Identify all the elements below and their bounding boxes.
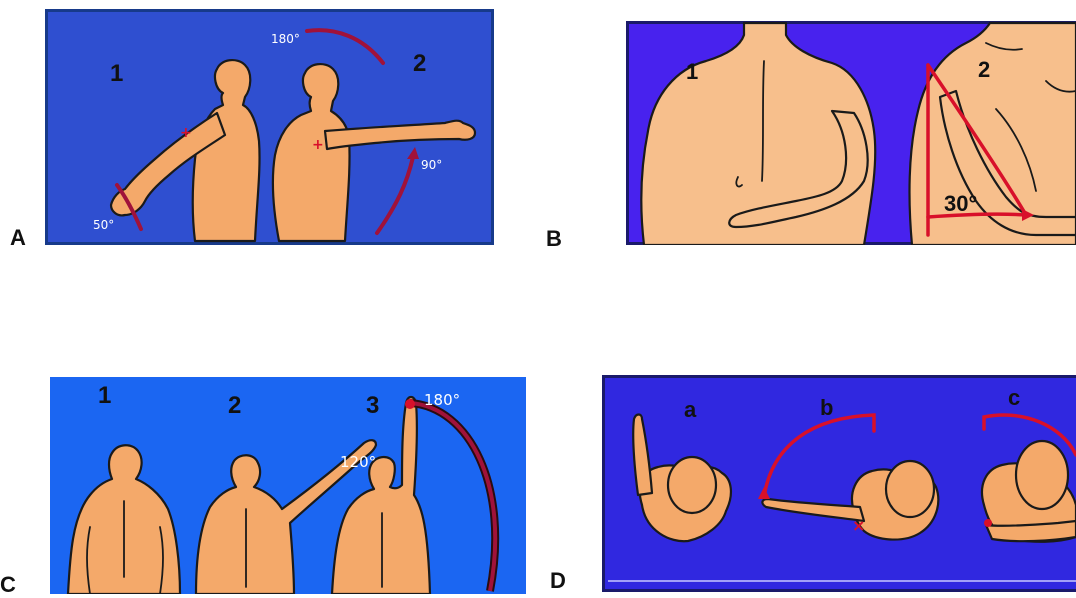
red-cross-icon bbox=[984, 519, 992, 527]
panel-a: 1 2 + + 180° 90° 50° bbox=[45, 9, 494, 245]
panel-d: a × b c bbox=[602, 375, 1076, 594]
figure-2-label: 2 bbox=[413, 50, 426, 77]
panel-c: 1 2 3 180° 120° bbox=[50, 377, 526, 594]
red-cross-icon: + bbox=[180, 125, 192, 141]
panel-label-c: C bbox=[0, 572, 16, 598]
angle-label-180: 180° bbox=[424, 391, 460, 409]
angle-label-120: 120° bbox=[340, 453, 376, 471]
angle-label-30: 30° bbox=[944, 191, 977, 216]
panel-label-b: B bbox=[546, 226, 562, 252]
figure-1-label: 1 bbox=[98, 382, 111, 409]
panel-b: 1 2 30° bbox=[626, 21, 1076, 245]
figure-1-label: 1 bbox=[686, 59, 698, 84]
angle-label-50: 50° bbox=[93, 218, 114, 232]
figure-1-label: 1 bbox=[110, 60, 123, 87]
panel-b-illustration: 1 2 30° bbox=[626, 21, 1076, 245]
red-cross-icon bbox=[405, 399, 415, 409]
red-cross-icon: × bbox=[852, 516, 865, 535]
figure-a-label: a bbox=[684, 397, 697, 422]
figure-2-label: 2 bbox=[228, 392, 241, 419]
red-cross-icon: + bbox=[312, 137, 324, 153]
figure-b-label: b bbox=[820, 395, 833, 420]
figure-2-label: 2 bbox=[978, 57, 990, 82]
figure-c-label: c bbox=[1008, 385, 1020, 410]
angle-label-90: 90° bbox=[421, 158, 442, 172]
panel-label-d: D bbox=[550, 568, 566, 594]
panel-label-a: A bbox=[10, 225, 26, 251]
panel-c-illustration: 1 2 3 180° 120° bbox=[50, 377, 526, 594]
figure-3-label: 3 bbox=[366, 392, 379, 419]
panel-a-illustration: 1 2 + + 180° 90° 50° bbox=[45, 9, 494, 245]
angle-label-180: 180° bbox=[271, 32, 300, 46]
panel-d-illustration: a × b c bbox=[602, 375, 1076, 594]
